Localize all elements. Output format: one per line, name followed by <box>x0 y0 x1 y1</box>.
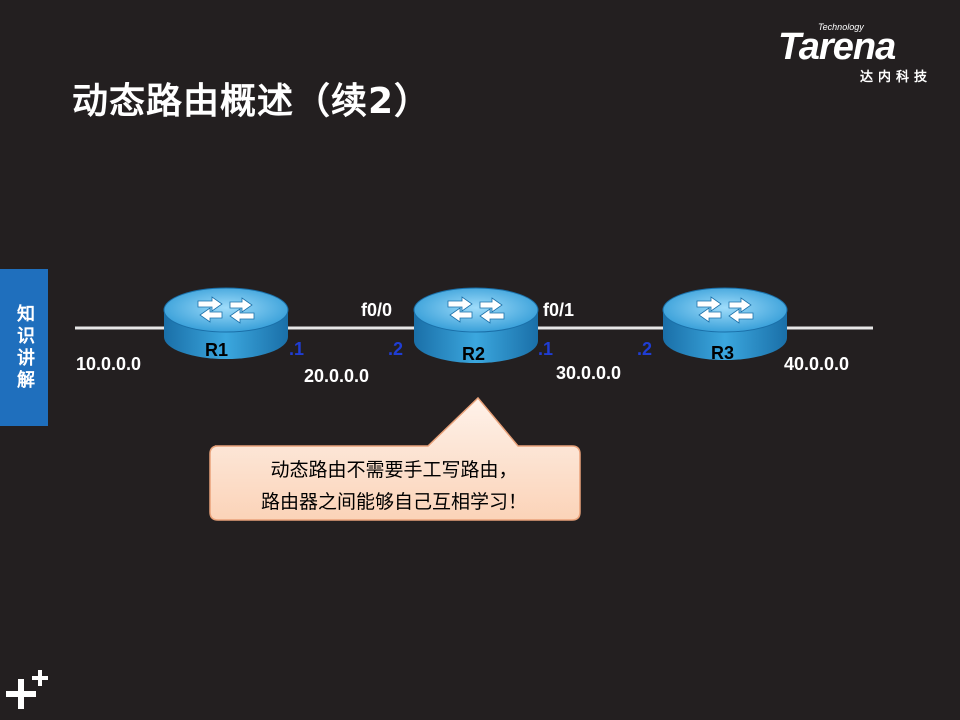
logo-subtitle: 达内科技 <box>860 70 933 85</box>
side-tab-label: 知识讲解 <box>14 303 35 392</box>
callout-text: 动态路由不需要手工写路由， 路由器之间能够自己互相学习！ <box>212 454 576 518</box>
router-label-r1: R1 <box>205 340 229 360</box>
interface-label-f0-1: f0/1 <box>543 300 575 320</box>
network-label: 30.0.0.0 <box>556 363 622 383</box>
router-r1-icon <box>163 287 289 359</box>
tarena-logo: Technology Tarena 达内科技 <box>778 22 948 85</box>
slide-title: 动态路由概述（续2） <box>72 81 432 122</box>
plus-logo-icon <box>6 670 48 709</box>
logo-tagline: Technology <box>818 22 864 32</box>
router-r3-icon <box>662 287 788 360</box>
router-label-r3: R3 <box>711 343 735 363</box>
router-r2-icon <box>413 287 539 363</box>
callout-bubble <box>209 396 581 521</box>
callout-line-2: 路由器之间能够自己互相学习！ <box>260 491 527 513</box>
network-label: 40.0.0.0 <box>784 354 850 374</box>
host-id-label: .1 <box>289 339 305 359</box>
callout-line-1: 动态路由不需要手工写路由， <box>270 459 518 481</box>
side-tab: 知识讲解 <box>0 269 48 426</box>
host-id-label: .2 <box>388 339 404 359</box>
interface-label-f0-0: f0/0 <box>361 300 393 320</box>
host-id-label: .1 <box>538 339 554 359</box>
router-label-r2: R2 <box>462 344 486 364</box>
network-label: 10.0.0.0 <box>76 354 142 374</box>
network-label: 20.0.0.0 <box>304 366 370 386</box>
host-id-label: .2 <box>637 339 653 359</box>
logo-brand: Tarena <box>778 26 896 68</box>
